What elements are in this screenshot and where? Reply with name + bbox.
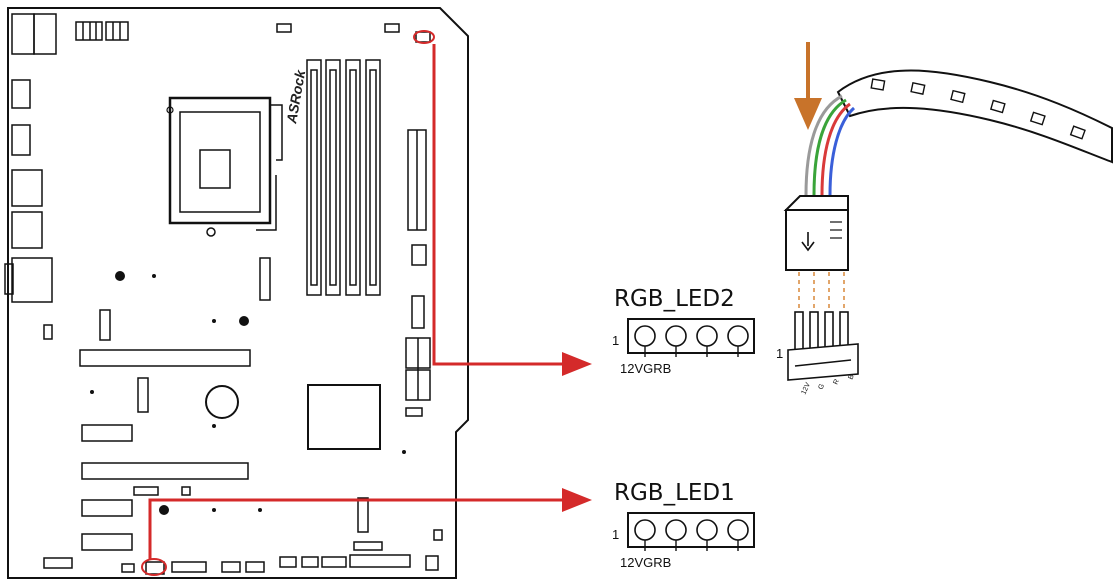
wire-green (812, 98, 847, 196)
cable-pin1-label: 1 (776, 346, 783, 361)
cable-pin-letter-12v: 12V (800, 381, 812, 396)
led-strip-chips (870, 78, 1086, 140)
rgb-led2-pins (634, 325, 749, 347)
cpu-socket (166, 96, 283, 237)
led-strip-body (836, 69, 1113, 164)
plug-arrow-icon (801, 232, 815, 252)
led2-arrow-head (562, 352, 592, 376)
atx-power-connector (407, 129, 427, 231)
rgb-led1-pins (634, 519, 749, 541)
led1-header-highlight (141, 558, 167, 576)
led1-arrow-head (562, 488, 592, 512)
cable-pin-letter-r: R (832, 378, 840, 386)
rgb-led1-pin1-label: 1 (612, 527, 619, 542)
dimm-slots (306, 59, 381, 296)
rgb-led1-pin-label: 12VGRB (620, 555, 671, 570)
cable-pin-letter-g: G (817, 383, 826, 391)
insert-direction-arrow (794, 42, 822, 130)
rgb-led2-title: RGB_LED2 (614, 286, 735, 312)
rgb-led2-pin1-label: 1 (612, 333, 619, 348)
cmos-battery (205, 385, 239, 419)
led1-callout (141, 498, 580, 576)
rgb-led1-shroud (627, 512, 755, 548)
bottom-headers (43, 529, 443, 575)
rgb-led1-pin-legs (630, 540, 739, 551)
brand-logo: ASRock (283, 68, 308, 126)
rgb-led2-shroud (627, 318, 755, 354)
expansion-slots (43, 309, 369, 551)
led1-leader-line (148, 498, 580, 559)
cable-plug (783, 195, 849, 271)
led2-header-highlight (413, 30, 435, 44)
cable-pin-letter-b: B (847, 373, 855, 380)
rgb-led1-connector: RGB_LED1 1 12VGRB (612, 480, 755, 570)
board-header-pins (787, 311, 859, 381)
cable-wires (804, 94, 856, 196)
wire-blue (828, 106, 856, 196)
rgb-led2-pin-label: 12VGRB (620, 361, 671, 376)
sata-ports (405, 337, 431, 417)
motherboard (4, 7, 469, 579)
rgb-led2-connector: RGB_LED2 1 12VGRB (612, 286, 755, 376)
board-outline (7, 7, 469, 579)
wire-12v (804, 94, 843, 196)
rgb-led2-pin-legs (630, 346, 739, 357)
chipset (307, 384, 381, 450)
cpu-power-connectors (75, 21, 129, 41)
wire-red (820, 102, 851, 196)
led2-callout (413, 30, 580, 366)
led2-leader-line (432, 44, 580, 366)
led-strip (836, 69, 1113, 164)
rear-io (4, 13, 57, 303)
rgb-led1-title: RGB_LED1 (614, 480, 735, 506)
pin-alignment-guides (798, 272, 845, 308)
mounting-holes (90, 271, 406, 515)
